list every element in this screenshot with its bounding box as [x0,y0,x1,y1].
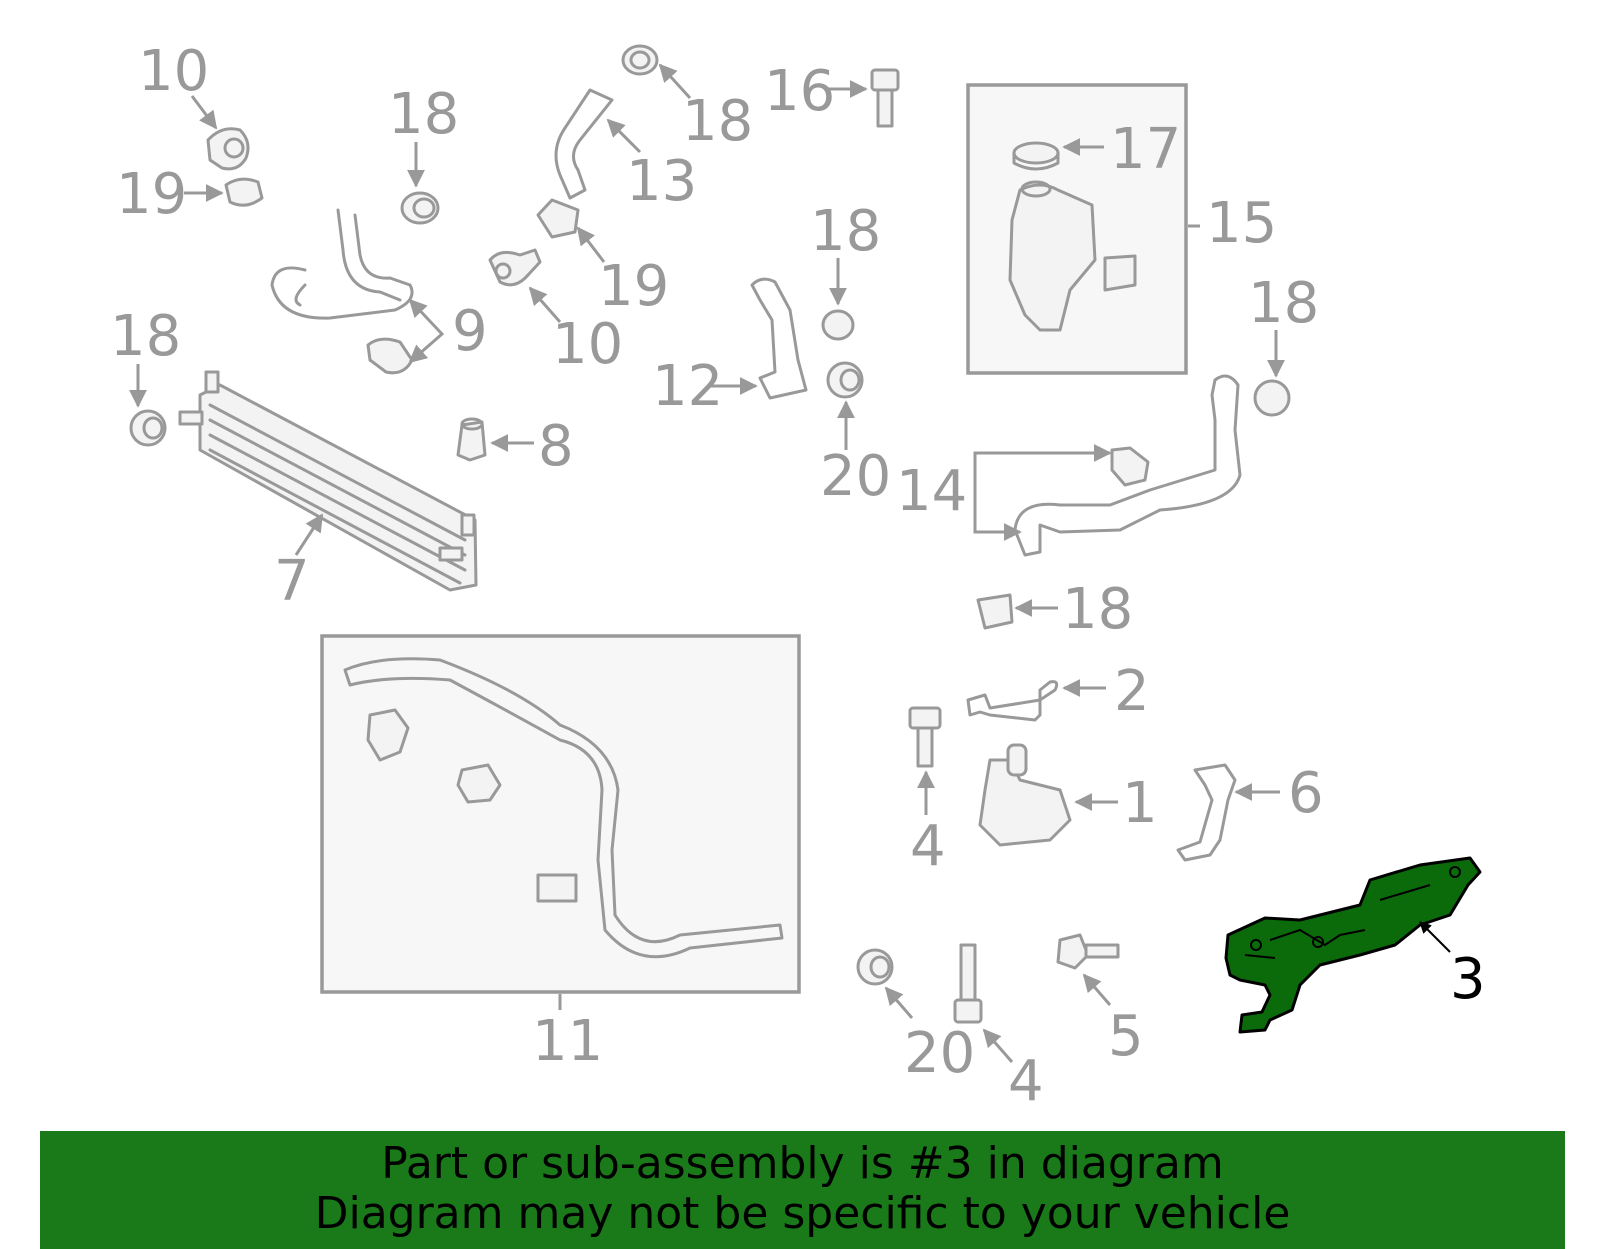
callout-label: 4 [910,814,946,879]
part-1-water-pump [978,743,1072,847]
callout-label: 18 [810,199,881,264]
callout-label: 2 [1114,659,1150,724]
part-18-clamp-c [821,309,855,341]
callout-label: 19 [116,162,187,227]
callout-label: 5 [1108,1004,1144,1069]
callout-label: 8 [538,414,574,479]
part-15-reservoir [1008,180,1137,332]
callout-label: 14 [896,459,967,524]
part-17-cap [1012,141,1060,171]
part-5-bolt [1056,933,1120,970]
callout-label: 10 [138,39,209,104]
callout-label: 19 [598,254,669,319]
callout-label: 17 [1110,117,1181,182]
hose-assembly-box [320,634,801,994]
part-12-hose [750,277,808,400]
part-18-clamp-a [400,191,440,225]
callout-label: 16 [764,59,835,124]
callout-label: 6 [1288,761,1324,826]
part-19-clamp-mid [536,198,580,239]
callout-label: 9 [452,299,488,364]
part-13-hose [554,88,614,200]
info-banner: Part or sub-assembly is #3 in diagram Di… [40,1131,1565,1249]
callout-label: 7 [274,549,310,614]
banner-line-1: Part or sub-assembly is #3 in diagram [381,1138,1224,1189]
callout-label: 18 [388,82,459,147]
part-4-bolt-upper [908,706,942,768]
callout-label: 18 [1248,271,1319,336]
callout-label: 20 [904,1021,975,1086]
callout-label: 1 [1122,771,1158,836]
part-18-clamp-d [129,409,167,447]
part-14-hose [1013,374,1242,557]
part-18-clamp-top [621,44,659,76]
part-7-cooler [178,370,478,592]
callout-label-selected: 3 [1450,947,1486,1012]
part-19-clamp-left [224,177,264,207]
part-18-clamp-e [1253,379,1291,417]
part-10-clamp [206,127,250,171]
part-20-clamp-lower [856,948,894,986]
part-9-hose [270,208,414,375]
part-11-hose [343,657,784,959]
part-3-bracket-highlighted[interactable] [1224,856,1482,1034]
callout-label: 13 [626,149,697,214]
callout-label: 4 [1008,1049,1044,1114]
callout-label: 11 [532,1009,603,1074]
callout-label: 10 [552,312,623,377]
part-16-bolt [870,68,900,128]
part-4-bolt-lower [953,943,983,1024]
part-6-sensor [1176,763,1237,862]
part-20-clamp-upper [826,361,864,399]
banner-line-2: Diagram may not be specific to your vehi… [314,1188,1291,1239]
part-8-plug [456,417,487,462]
part-10-clamp-mid [488,248,542,287]
part-2-sensor [966,680,1059,722]
callout-label: 18 [110,304,181,369]
callout-label: 18 [1062,577,1133,642]
callout-label: 18 [682,89,753,154]
callout-label: 15 [1206,191,1277,256]
part-18-clamp-f [976,593,1014,630]
callout-label: 20 [820,444,891,509]
